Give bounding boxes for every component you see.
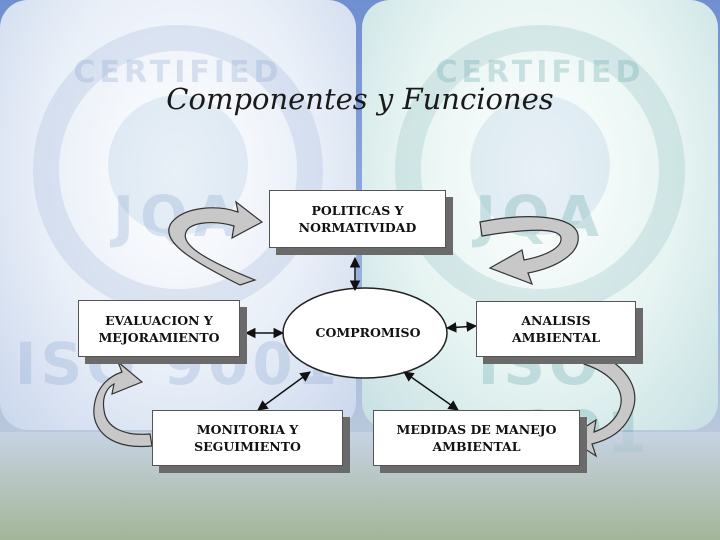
box-monitoria-seguimiento: MONITORIA Y SEGUIMIENTO bbox=[152, 410, 343, 466]
cycle-arrow-top-left bbox=[168, 200, 264, 286]
box-evaluacion-mejoramiento: EVALUACION Y MEJORAMIENTO bbox=[78, 300, 240, 357]
box-analisis-ambiental: ANALISIS AMBIENTAL bbox=[476, 301, 636, 357]
box-politicas-normatividad: POLITICAS Y NORMATIVIDAD bbox=[269, 190, 446, 248]
compromiso-label: COMPROMISO bbox=[315, 325, 421, 340]
box-line-2: AMBIENTAL bbox=[432, 439, 521, 454]
connector-bottom-left bbox=[257, 371, 311, 411]
seal-certified-text: CERTIFIED bbox=[73, 55, 283, 90]
cycle-arrow-left bbox=[93, 361, 153, 448]
box-medidas-manejo-ambiental: MEDIDAS DE MANEJO AMBIENTAL bbox=[373, 410, 580, 466]
box-line-1: POLITICAS Y bbox=[311, 203, 404, 218]
box-line-2: SEGUIMIENTO bbox=[194, 439, 301, 454]
floor-reflection bbox=[0, 432, 720, 540]
box-line-2: AMBIENTAL bbox=[511, 330, 600, 345]
slide-title: Componentes y Funciones bbox=[166, 82, 554, 116]
seal-certified-text: CERTIFIED bbox=[435, 55, 645, 90]
box-line-1: MONITORIA Y bbox=[196, 422, 299, 437]
connector-bottom-right bbox=[403, 371, 459, 411]
seal-mark bbox=[470, 95, 610, 235]
box-line-1: ANALISIS bbox=[521, 313, 591, 328]
box-line-1: MEDIDAS DE MANEJO bbox=[396, 422, 557, 437]
cycle-arrow-top-right bbox=[479, 216, 579, 286]
connector-right bbox=[445, 321, 478, 333]
box-line-1: EVALUACION Y bbox=[105, 312, 213, 328]
box-line-2: NORMATIVIDAD bbox=[298, 220, 417, 235]
box-line-2: MEJORAMIENTO bbox=[98, 329, 220, 345]
